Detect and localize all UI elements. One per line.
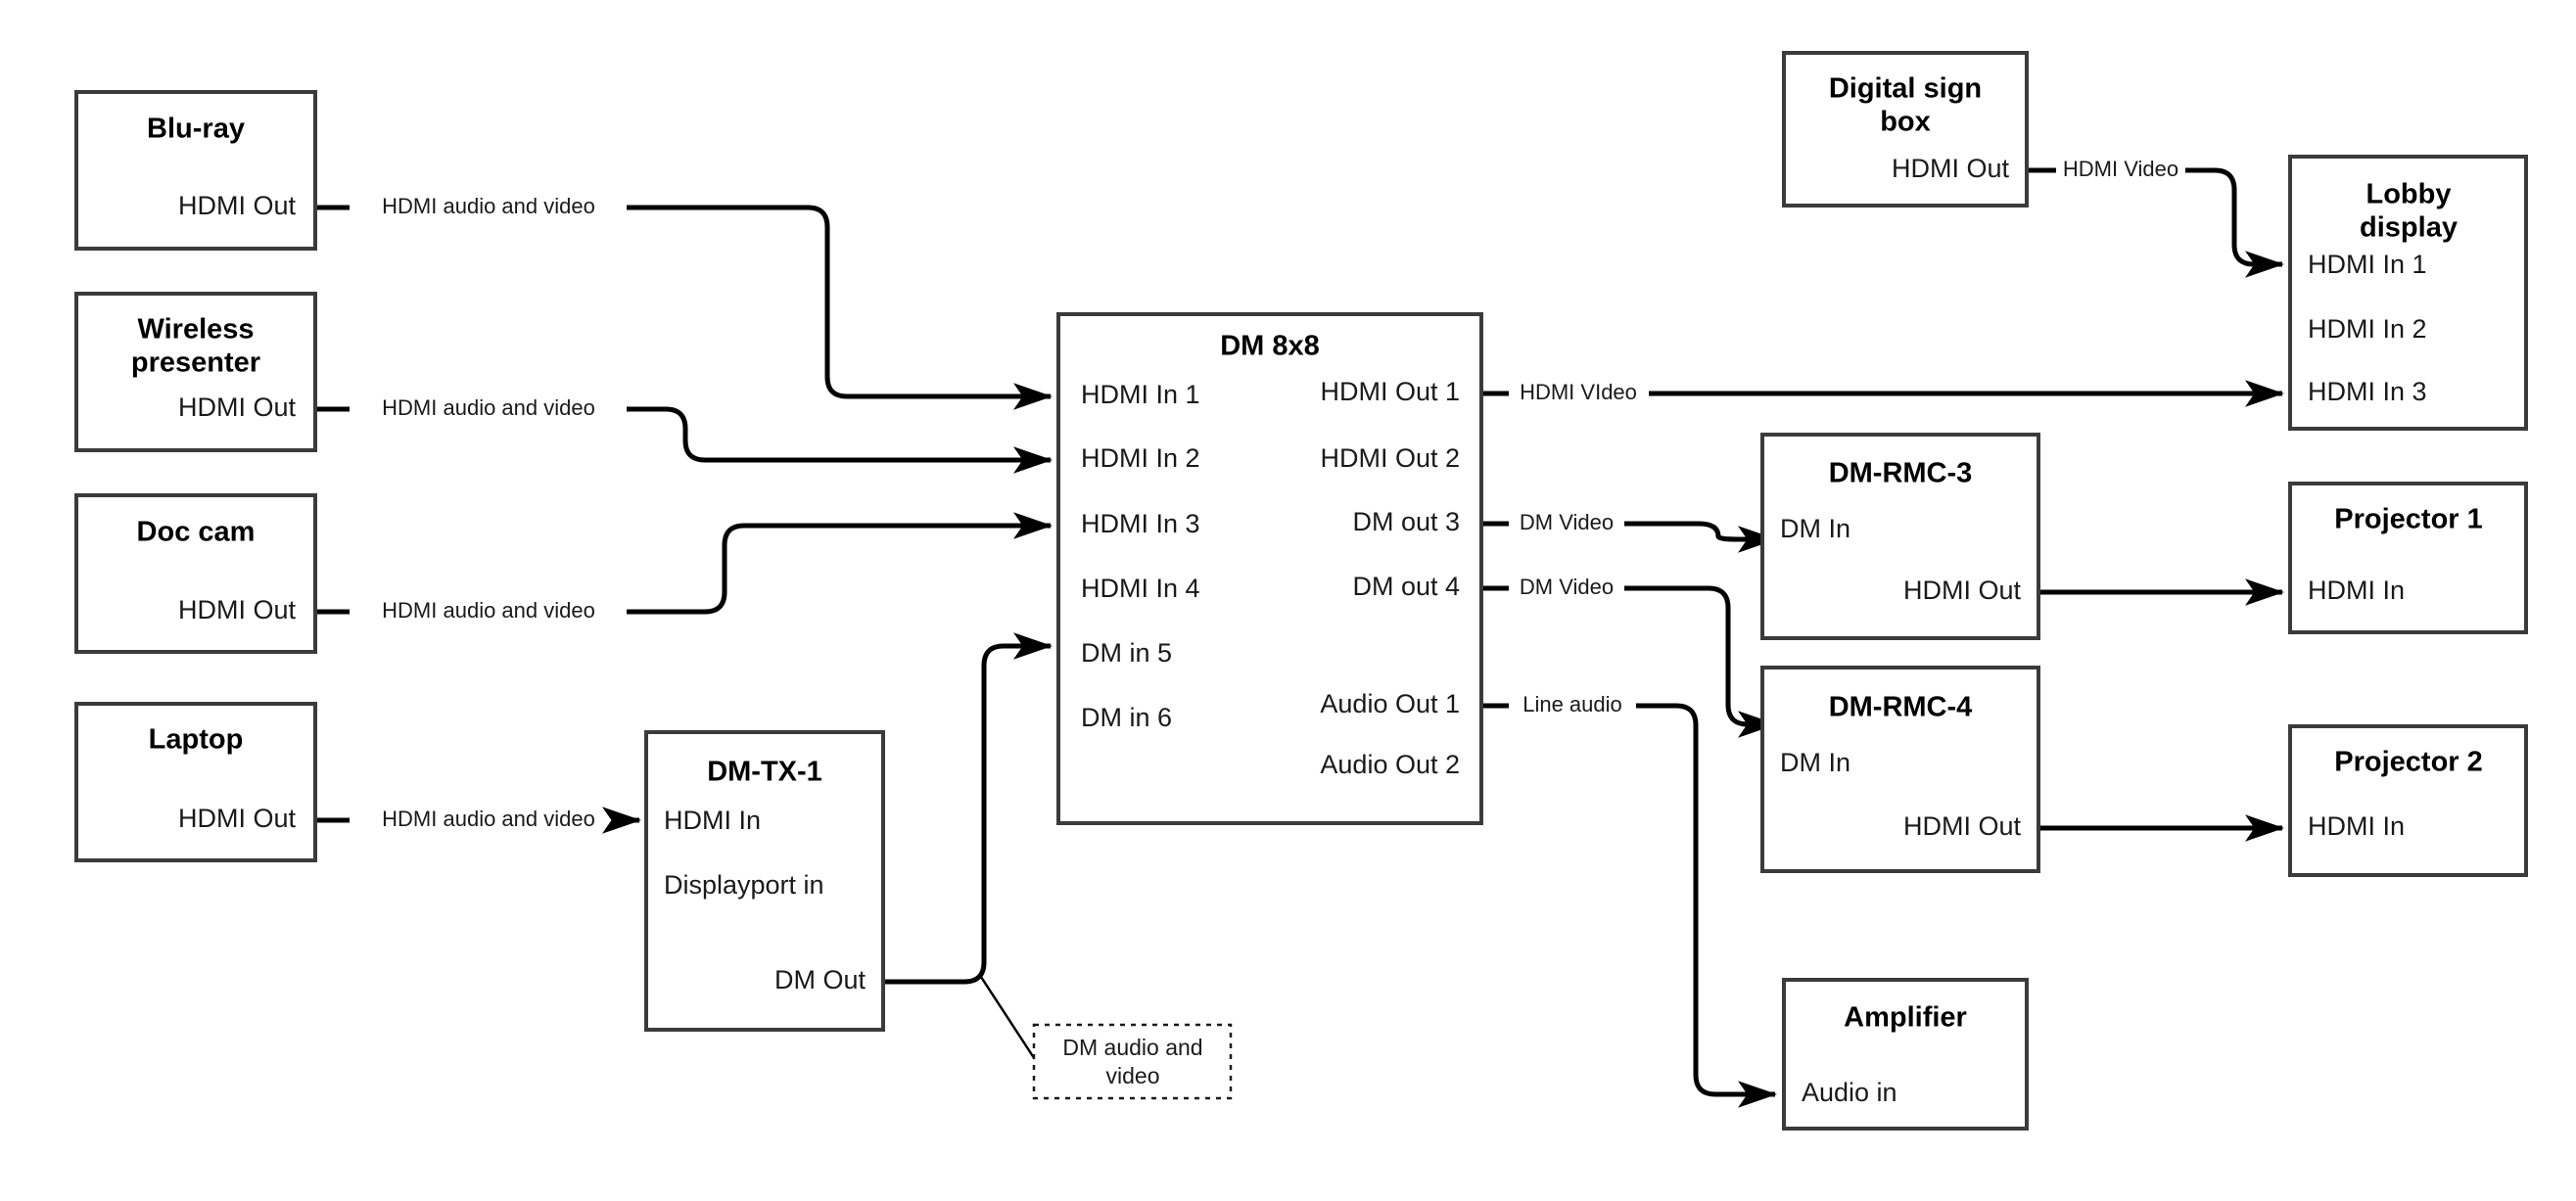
node-projector-2[interactable]: Projector 2 HDMI In: [2288, 724, 2528, 877]
dm-8x8-port-dm-out-3: DM out 3: [1352, 507, 1460, 536]
dm-8x8-port-hdmi-in-3: HDMI In 3: [1081, 509, 1200, 538]
node-doc-cam[interactable]: Doc cam HDMI Out: [74, 493, 317, 654]
edge-dm-out4-to-dm-rmc-4: DM Video: [1481, 575, 1778, 738]
edge-audio-out1-to-amplifier: Line audio: [1481, 692, 1778, 1108]
edge-dm-8x8-to-lobby-display: HDMI VIdeo: [1481, 380, 2285, 407]
lobby-display-title-line1: Lobby: [2366, 179, 2452, 210]
callout-dm-audio-and-video: DM audio and video: [1032, 1023, 1233, 1100]
edge-digital-sign-to-lobby-display: HDMI Video: [2027, 157, 2285, 278]
dm-8x8-port-hdmi-in-4: HDMI In 4: [1081, 574, 1200, 603]
dm-8x8-box[interactable]: [1056, 312, 1483, 825]
node-dm-8x8[interactable]: DM 8x8 HDMI In 1 HDMI In 2 HDMI In 3 HDM…: [1056, 312, 1483, 825]
bluray-box[interactable]: [74, 90, 317, 251]
bluray-title: Blu-ray: [147, 114, 245, 145]
wireless-presenter-title-line1: Wireless: [137, 314, 254, 346]
dm-rmc-3-title: DM-RMC-3: [1829, 458, 1973, 489]
callout-box: [1032, 1023, 1233, 1100]
node-bluray[interactable]: Blu-ray HDMI Out: [74, 90, 317, 251]
dm-rmc-4-box[interactable]: [1760, 666, 2040, 873]
laptop-box[interactable]: [74, 702, 317, 862]
dm-8x8-title: DM 8x8: [1220, 331, 1320, 362]
edge-dm-tx-1-to-dm-8x8: [883, 632, 1054, 1068]
callout-leader-line: [977, 973, 1042, 1068]
digital-sign-port-hdmi-out: HDMI Out: [1892, 154, 2010, 183]
lobby-display-port-hdmi-in-1: HDMI In 1: [2308, 250, 2427, 279]
laptop-title: Laptop: [149, 724, 244, 756]
digital-sign-title-line1: Digital sign: [1829, 73, 1982, 105]
wireless-presenter-port-hdmi-out: HDMI Out: [178, 393, 297, 422]
lobby-display-port-hdmi-in-3: HDMI In 3: [2308, 377, 2427, 406]
node-amplifier[interactable]: Amplifier Audio in: [1782, 978, 2029, 1131]
projector-2-port-hdmi-in: HDMI In: [2308, 811, 2405, 841]
edge-label-hdmi-video-out1: HDMI VIdeo: [1520, 380, 1637, 404]
dm-rmc-4-port-hdmi-out: HDMI Out: [1903, 811, 2022, 841]
amplifier-box[interactable]: [1782, 978, 2029, 1131]
digital-sign-box[interactable]: [1782, 51, 2029, 208]
dm-rmc-3-box[interactable]: [1760, 433, 2040, 640]
dm-8x8-port-audio-out-2: Audio Out 2: [1320, 750, 1460, 779]
dm-8x8-port-dm-in-5: DM in 5: [1081, 638, 1172, 668]
projector-2-box[interactable]: [2288, 724, 2528, 877]
dm-tx-1-port-hdmi-in: HDMI In: [664, 806, 761, 835]
wireless-presenter-box[interactable]: [74, 292, 317, 452]
dm-8x8-port-hdmi-in-2: HDMI In 2: [1081, 443, 1200, 473]
doc-cam-title: Doc cam: [137, 517, 256, 548]
lobby-display-title-line2: display: [2360, 212, 2458, 244]
edge-label-laptop: HDMI audio and video: [382, 807, 595, 831]
dm-rmc-4-title: DM-RMC-4: [1829, 692, 1973, 723]
dm-tx-1-box[interactable]: [644, 730, 885, 1032]
dm-8x8-port-dm-in-6: DM in 6: [1081, 703, 1172, 732]
amplifier-title: Amplifier: [1844, 1002, 1967, 1034]
doc-cam-box[interactable]: [74, 493, 317, 654]
projector-2-title: Projector 2: [2334, 747, 2483, 778]
projector-1-port-hdmi-in: HDMI In: [2308, 576, 2405, 605]
edge-label-dm-video-3: DM Video: [1520, 510, 1614, 534]
bluray-port-hdmi-out: HDMI Out: [178, 191, 297, 220]
edge-label-line-audio: Line audio: [1522, 692, 1622, 716]
node-dm-rmc-3[interactable]: DM-RMC-3 DM In HDMI Out: [1760, 433, 2040, 640]
edge-label-bluray: HDMI audio and video: [382, 194, 595, 218]
doc-cam-port-hdmi-out: HDMI Out: [178, 595, 297, 624]
dm-rmc-4-port-dm-in: DM In: [1780, 748, 1850, 777]
dm-8x8-port-hdmi-in-1: HDMI In 1: [1081, 380, 1200, 409]
edge-dm-out3-to-dm-rmc-3: DM Video: [1481, 510, 1778, 553]
edge-wireless-to-dm-8x8: HDMI audio and video: [315, 395, 1054, 474]
wireless-presenter-title-line2: presenter: [131, 347, 260, 379]
laptop-port-hdmi-out: HDMI Out: [178, 804, 297, 833]
edge-bluray-to-dm-8x8: HDMI audio and video: [315, 194, 1054, 410]
edge-label-dm-video-4: DM Video: [1520, 575, 1614, 599]
edge-laptop-to-dm-tx-1: HDMI audio and video: [315, 807, 642, 834]
edge-label-doccam: HDMI audio and video: [382, 598, 595, 623]
dm-8x8-port-dm-out-4: DM out 4: [1352, 572, 1460, 601]
node-wireless-presenter[interactable]: Wireless presenter HDMI Out: [74, 292, 317, 452]
edge-doccam-to-dm-8x8: HDMI audio and video: [315, 512, 1054, 623]
projector-1-title: Projector 1: [2334, 504, 2483, 535]
node-lobby-display[interactable]: Lobby display HDMI In 1 HDMI In 2 HDMI I…: [2288, 155, 2528, 431]
node-projector-1[interactable]: Projector 1 HDMI In: [2288, 482, 2528, 634]
callout-text-line1: DM audio and: [1062, 1035, 1202, 1060]
dm-rmc-3-port-hdmi-out: HDMI Out: [1903, 576, 2022, 605]
callout-text-line2: video: [1106, 1063, 1160, 1088]
projector-1-box[interactable]: [2288, 482, 2528, 634]
digital-sign-title-line2: box: [1880, 107, 1931, 138]
dm-8x8-port-hdmi-out-2: HDMI Out 2: [1320, 443, 1460, 473]
dm-tx-1-port-displayport-in: Displayport in: [664, 870, 824, 900]
lobby-display-box[interactable]: [2288, 155, 2528, 431]
dm-tx-1-port-dm-out: DM Out: [774, 965, 866, 994]
node-dm-tx-1[interactable]: DM-TX-1 HDMI In Displayport in DM Out: [644, 730, 885, 1032]
edge-label-hdmi-video-sign: HDMI Video: [2063, 157, 2178, 181]
dm-8x8-port-hdmi-out-1: HDMI Out 1: [1320, 377, 1460, 406]
amplifier-port-audio-in: Audio in: [1802, 1078, 1897, 1107]
node-laptop[interactable]: Laptop HDMI Out: [74, 702, 317, 862]
lobby-display-port-hdmi-in-2: HDMI In 2: [2308, 314, 2427, 344]
node-digital-sign-box[interactable]: Digital sign box HDMI Out: [1782, 51, 2029, 208]
dm-8x8-port-audio-out-1: Audio Out 1: [1320, 689, 1460, 718]
dm-rmc-3-port-dm-in: DM In: [1780, 514, 1850, 543]
edge-label-wireless: HDMI audio and video: [382, 395, 595, 420]
dm-tx-1-title: DM-TX-1: [707, 757, 822, 788]
node-dm-rmc-4[interactable]: DM-RMC-4 DM In HDMI Out: [1760, 666, 2040, 873]
